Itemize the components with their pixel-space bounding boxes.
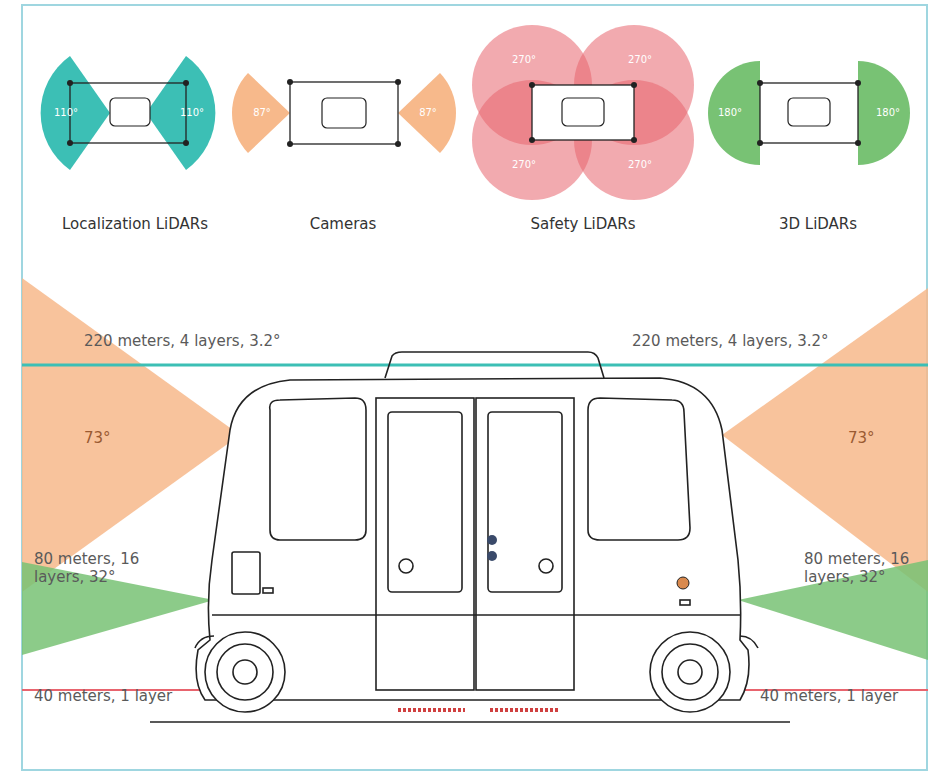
angle-label: 87° — [253, 107, 271, 119]
group-caption: 3D LiDARs — [779, 215, 857, 233]
angle-label: 73° — [84, 429, 111, 447]
angle-label: 270° — [512, 54, 536, 66]
range-label: 220 meters, 4 layers, 3.2° — [84, 332, 281, 350]
group-caption: Safety LiDARs — [530, 215, 635, 233]
range-label: 40 meters, 1 layer — [760, 687, 898, 705]
range-label: 80 meters, 16 layers, 32° — [804, 550, 924, 586]
angle-label: 87° — [419, 107, 437, 119]
angle-label: 270° — [628, 159, 652, 171]
range-label: 80 meters, 16 layers, 32° — [34, 550, 184, 586]
group-caption: Localization LiDARs — [62, 215, 208, 233]
angle-label: 180° — [876, 107, 900, 119]
angle-label: 180° — [718, 107, 742, 119]
angle-label: 270° — [628, 54, 652, 66]
angle-label: 110° — [54, 107, 78, 119]
range-label: 220 meters, 4 layers, 3.2° — [632, 332, 829, 350]
range-label: 40 meters, 1 layer — [34, 687, 172, 705]
angle-label: 73° — [848, 429, 875, 447]
angle-label: 270° — [512, 159, 536, 171]
angle-label: 110° — [180, 107, 204, 119]
group-caption: Cameras — [310, 215, 377, 233]
